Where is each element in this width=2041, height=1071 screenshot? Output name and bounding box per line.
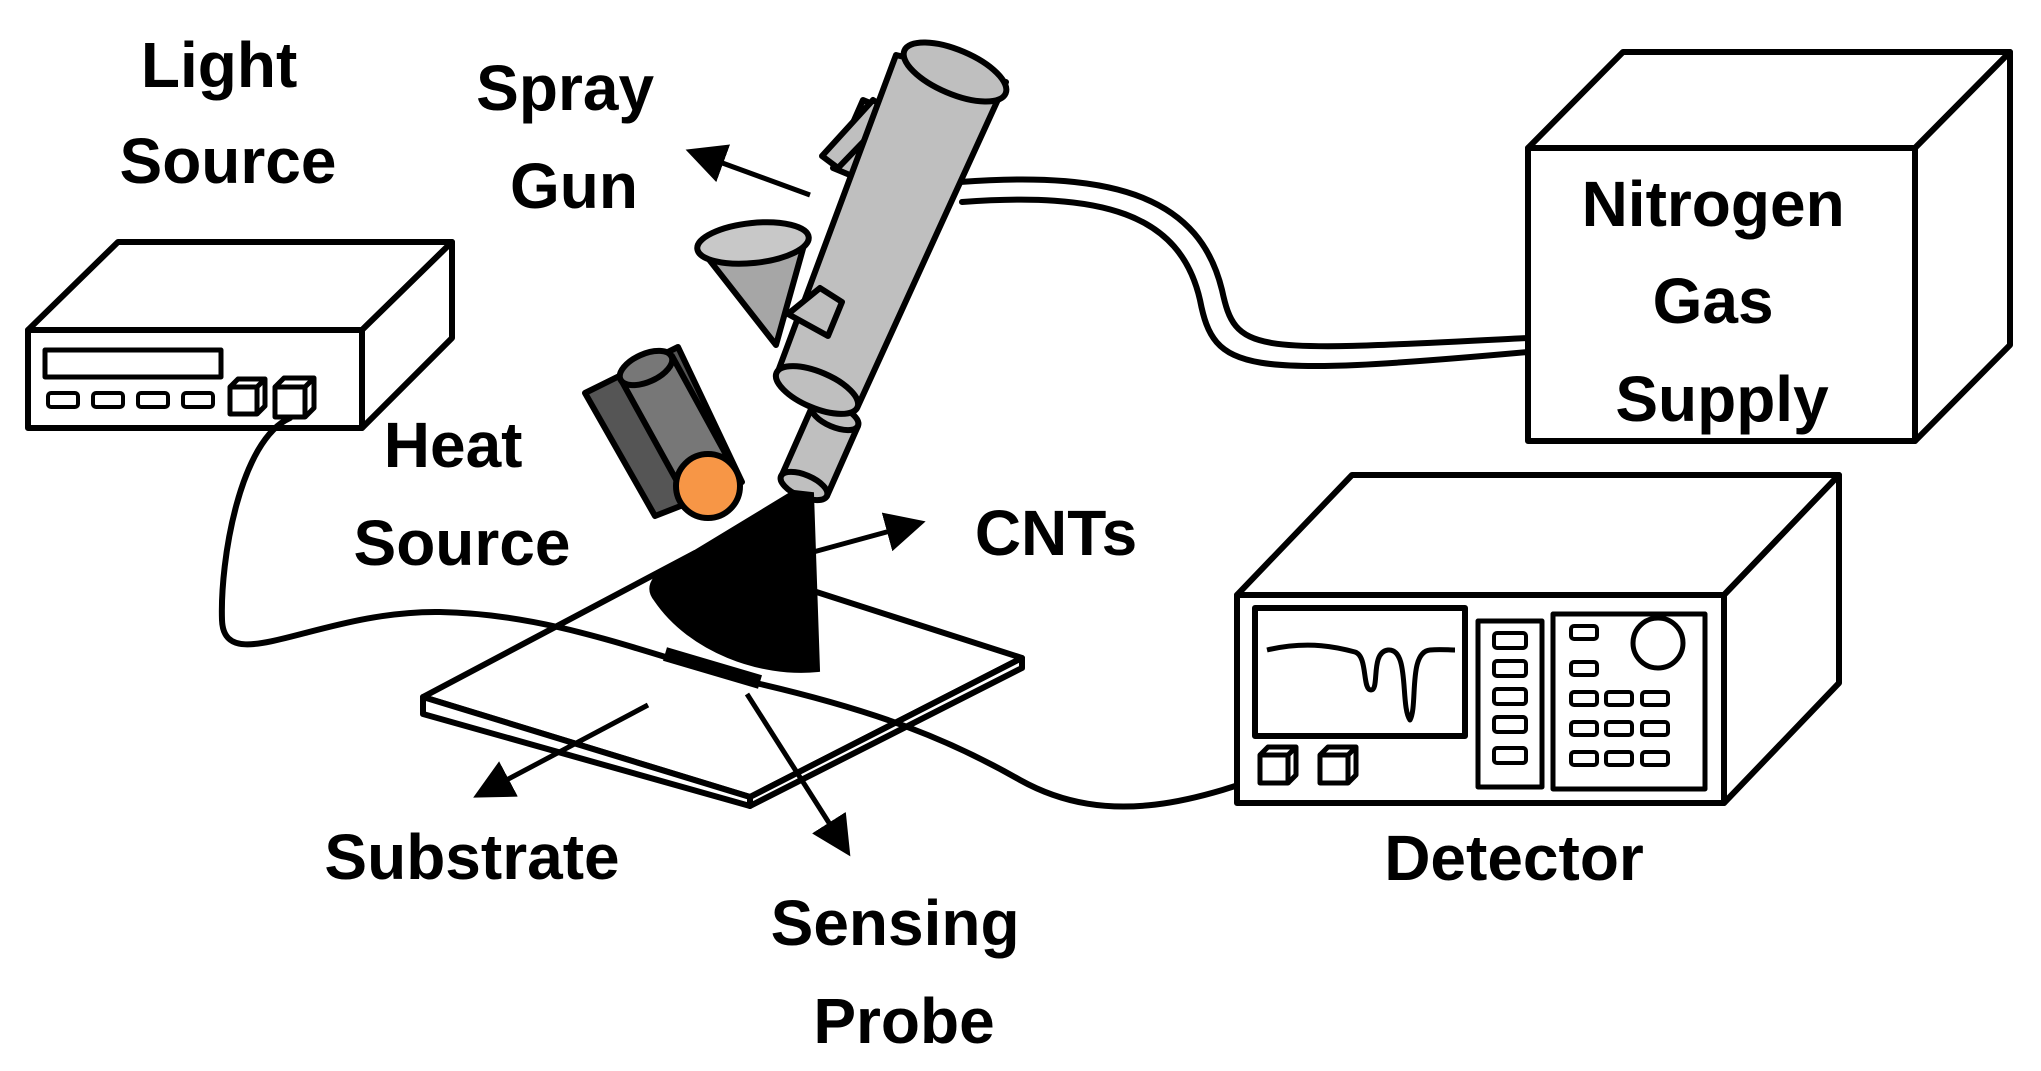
detector-button — [1604, 720, 1634, 737]
detector-input-port — [1257, 744, 1299, 786]
gas-hose — [957, 176, 1531, 370]
spray-gun-barrel-bottom — [772, 363, 862, 417]
detector-knob — [1630, 615, 1686, 671]
light-source-button — [136, 391, 170, 409]
detector-label: Detector — [1384, 822, 1644, 894]
spray-gun — [694, 39, 1010, 504]
detector-button — [1492, 746, 1528, 765]
spray-gun-label: Spray Gun — [476, 52, 672, 222]
substrate-label: Substrate — [324, 821, 619, 893]
light-source-button — [181, 391, 215, 409]
cnt-spray — [649, 489, 821, 673]
light-source-display — [42, 347, 224, 380]
spray-gun-barrel-top — [900, 39, 1010, 105]
detector-button — [1640, 750, 1670, 767]
light-source-output-port — [272, 375, 317, 420]
spray-gun-funnel-stub — [785, 285, 845, 339]
detector-button — [1640, 720, 1670, 737]
light-source-button — [46, 391, 80, 409]
sensing-probe-label: Sensing Probe — [771, 887, 1038, 1057]
light-source-device — [25, 239, 455, 431]
heat-source-tube-back — [616, 347, 676, 389]
detector-port — [1317, 744, 1359, 786]
heat-source — [582, 344, 745, 521]
detector-screen — [1252, 605, 1468, 739]
substrate-side-edge — [747, 655, 1025, 809]
detector-button — [1569, 750, 1599, 767]
cnt-spray-cone — [649, 489, 821, 673]
heat-source-label: Heat Source — [354, 409, 571, 579]
detector-button — [1569, 720, 1599, 737]
detector-button — [1640, 690, 1670, 707]
cnts-label: CNTs — [975, 497, 1137, 569]
light-source-label: Light Source — [120, 29, 337, 197]
detector-spectrum-trace — [1266, 642, 1456, 723]
gas-supply-front-face — [1525, 145, 1918, 444]
detector-device — [1234, 472, 1842, 806]
detector-button — [1569, 660, 1599, 677]
detector-button — [1492, 631, 1528, 650]
detector-button — [1604, 750, 1634, 767]
detector-button — [1492, 687, 1528, 706]
spray-gun-pointer-arrow — [685, 144, 811, 198]
spray-gun-funnel-opening — [694, 219, 812, 267]
spray-gun-barrel — [774, 52, 1009, 409]
detector-button — [1604, 690, 1634, 707]
detector-button — [1569, 624, 1599, 641]
cnts-pointer-arrow — [805, 512, 926, 557]
detector-button — [1569, 690, 1599, 707]
optical-fiber-cable — [218, 415, 1293, 810]
heat-source-lens — [673, 451, 743, 521]
nitrogen-gas-supply-box — [1525, 49, 2013, 444]
light-source-button — [91, 391, 125, 409]
detector-button — [1492, 659, 1528, 678]
light-source-port — [227, 376, 268, 417]
substrate-pointer-arrow — [473, 702, 650, 798]
nitrogen-gas-supply-label: Nitrogen Gas Supply — [1582, 168, 1863, 435]
detector-button — [1492, 715, 1528, 734]
sensing-probe-pointer-arrow — [744, 692, 851, 857]
